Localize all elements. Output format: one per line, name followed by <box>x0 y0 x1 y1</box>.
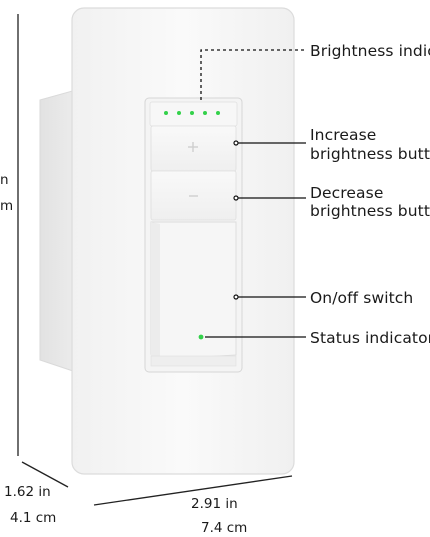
depth-cm-label: 4.1 cm <box>10 510 57 526</box>
height-cm-label: m <box>0 198 14 214</box>
label-increase-line1: Increase <box>310 126 377 144</box>
brightness-led-3 <box>190 111 194 115</box>
label-decrease-line2: brightness butt <box>310 202 430 220</box>
label-onoff-switch: On/off switch <box>310 289 414 307</box>
onoff-paddle-shape <box>150 221 237 361</box>
label-increase-line2: brightness butt <box>310 145 430 163</box>
callout-lines <box>200 49 306 338</box>
width-cm-label: 7.4 cm <box>201 520 248 536</box>
label-brightness-indicator: Brightness indic <box>310 42 430 60</box>
brightness-leds <box>164 111 220 115</box>
height-inches-label: n <box>0 172 9 188</box>
width-inches-label: 2.91 in <box>191 496 238 512</box>
callout-dots <box>233 140 239 300</box>
depth-inches-label: 1.62 in <box>4 484 51 500</box>
brightness-led-5 <box>216 111 220 115</box>
switch-back-body <box>39 89 77 373</box>
status-led <box>198 334 204 340</box>
dimension-lines <box>17 14 293 506</box>
label-decrease-line1: Decrease <box>310 184 384 202</box>
brightness-led-4 <box>203 111 207 115</box>
brightness-led-2 <box>177 111 181 115</box>
label-status-indicator: Status indicator <box>310 329 430 347</box>
brightness-led-1 <box>164 111 168 115</box>
